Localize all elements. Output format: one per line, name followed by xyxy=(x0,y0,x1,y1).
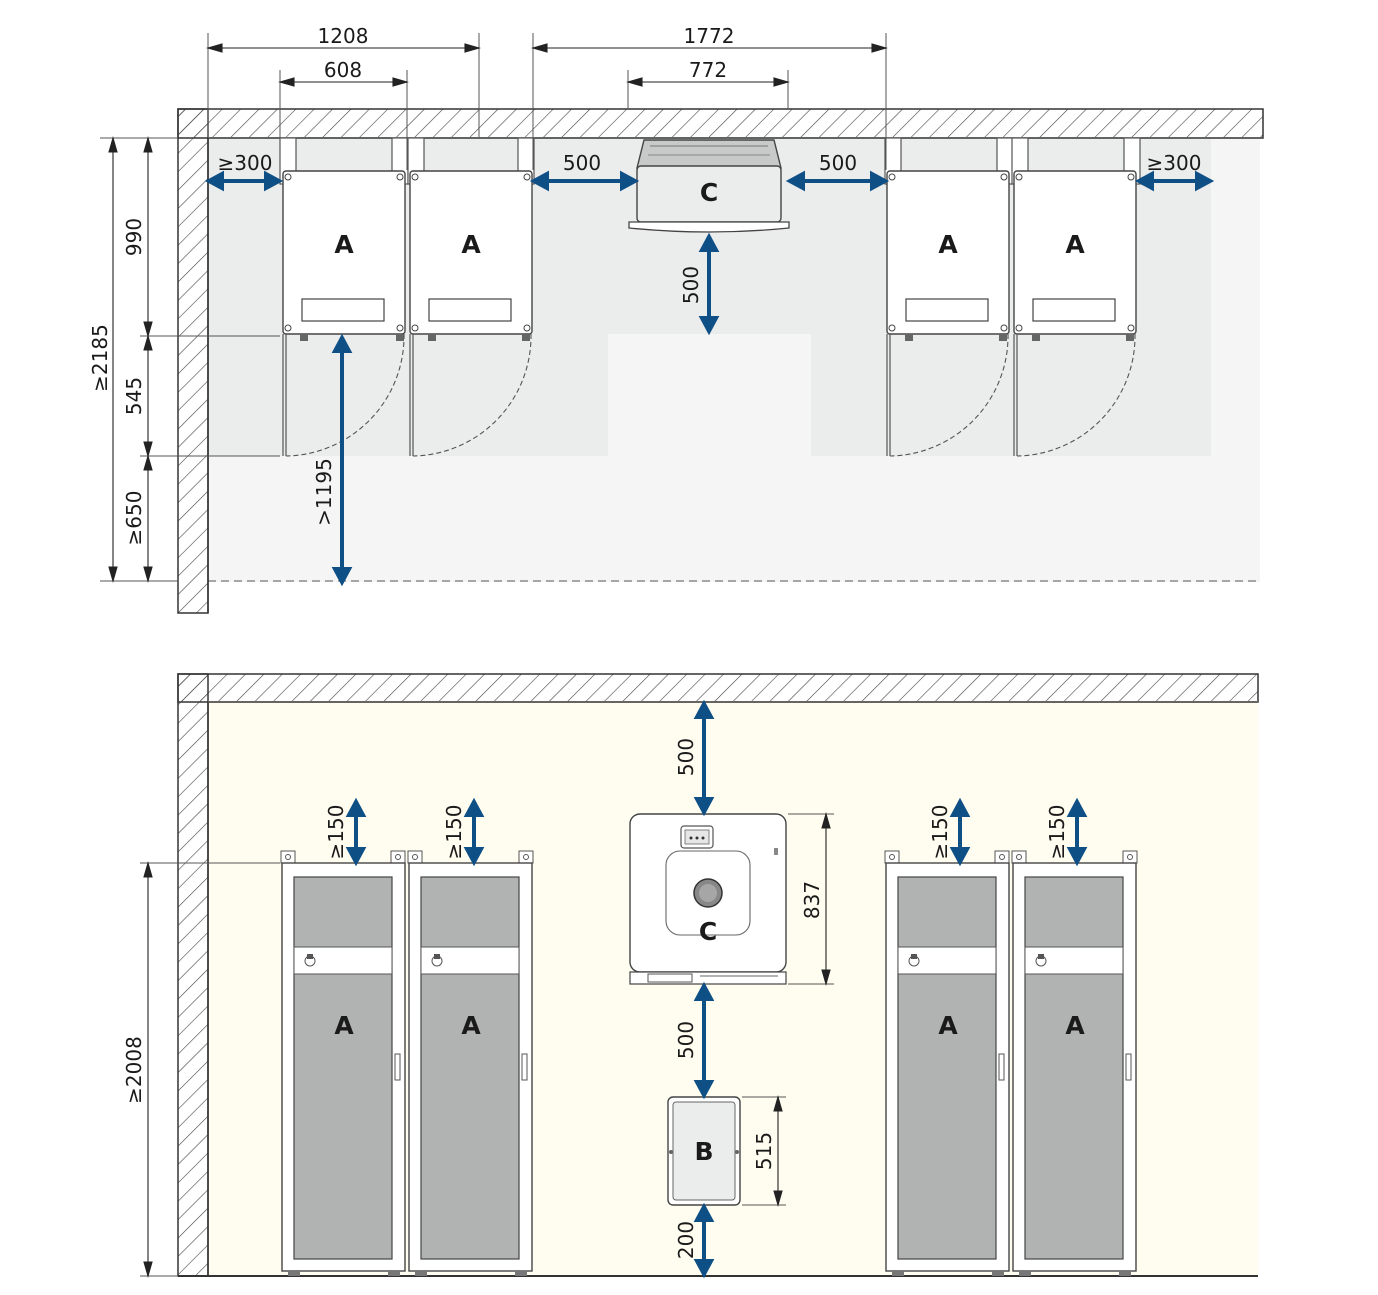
dim-c-to-b: 500 xyxy=(674,1021,698,1059)
dim-1772: 1772 xyxy=(684,24,735,48)
dim-top-clear-2: ≥150 xyxy=(442,805,466,860)
top-cabinet-a2: A xyxy=(407,137,535,457)
front-label-a2: A xyxy=(461,1011,481,1040)
top-wall-vertical xyxy=(177,108,209,614)
front-view: A A A xyxy=(122,673,1259,1279)
top-label-a1: A xyxy=(334,230,354,259)
dim-top-clear-1: ≥150 xyxy=(324,805,348,860)
top-dimension-lines xyxy=(108,43,889,584)
dim-1208: 1208 xyxy=(318,24,369,48)
dim-top-clear-4: ≥150 xyxy=(1045,805,1069,860)
dim-gap-c-left: 500 xyxy=(563,151,601,175)
top-cabinet-a3: A xyxy=(884,137,1014,457)
top-cabinet-a4: A xyxy=(1011,137,1141,457)
dim-c-front: 500 xyxy=(679,266,703,304)
front-dimension-lines xyxy=(143,811,831,1279)
top-label-a4: A xyxy=(1065,230,1085,259)
front-cabinet-a4: A xyxy=(1011,850,1138,1276)
top-zone-left xyxy=(208,138,608,456)
dim-gap-right: ≥300 xyxy=(1147,151,1202,175)
front-label-a4: A xyxy=(1065,1011,1085,1040)
top-wall-horizontal xyxy=(177,108,1264,139)
dim-b-height: 515 xyxy=(752,1132,776,1170)
front-unit-b: B xyxy=(667,1096,741,1206)
dim-c-height: 837 xyxy=(800,881,824,919)
front-side-wall xyxy=(177,673,209,1277)
top-cabinet-a1: A xyxy=(279,137,409,457)
dim-depth-545: 545 xyxy=(122,377,146,415)
dim-cabinet-height: ≥2008 xyxy=(122,1036,146,1104)
dim-total-2185: ≥2185 xyxy=(88,324,112,392)
top-extension-lines xyxy=(100,33,887,582)
top-unit-c: C xyxy=(628,139,790,233)
top-clearance-arrows xyxy=(204,170,1215,587)
front-label-c: C xyxy=(699,917,717,946)
front-label-a1: A xyxy=(334,1011,354,1040)
dim-gap-c-right: 500 xyxy=(819,151,857,175)
dim-b-floor: 200 xyxy=(674,1221,698,1259)
dim-door-1195: >1195 xyxy=(312,458,336,526)
front-ceiling xyxy=(177,673,1259,703)
top-view: A A A xyxy=(88,24,1264,614)
top-zone-right xyxy=(811,138,1211,456)
dim-depth-650: ≥650 xyxy=(122,491,146,546)
dim-gap-left: ≥300 xyxy=(218,151,273,175)
front-cabinet-a3: A xyxy=(884,850,1010,1276)
dim-608: 608 xyxy=(324,58,362,82)
top-label-a2: A xyxy=(461,230,481,259)
front-cabinet-a1: A xyxy=(280,850,406,1276)
front-label-a3: A xyxy=(938,1011,958,1040)
front-label-b: B xyxy=(694,1137,713,1166)
dim-c-top: 500 xyxy=(674,738,698,776)
front-clearance-arrows xyxy=(345,699,1088,1279)
front-cabinet-a2: A xyxy=(407,850,534,1276)
top-label-c: C xyxy=(700,178,718,207)
dim-772: 772 xyxy=(689,58,727,82)
front-unit-c: C xyxy=(629,813,787,985)
dim-depth-990: 990 xyxy=(122,218,146,256)
dim-top-clear-3: ≥150 xyxy=(928,805,952,860)
top-label-a3: A xyxy=(938,230,958,259)
